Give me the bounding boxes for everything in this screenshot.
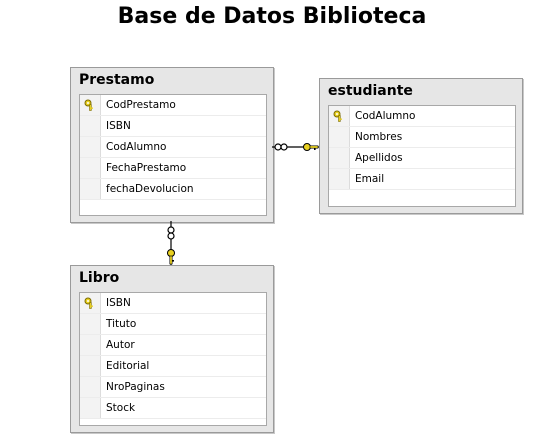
column-row[interactable]: Editorial [80,356,266,377]
column-row[interactable]: CodAlumno [329,106,515,127]
primary-key-icon [84,297,93,309]
infinity-icon [274,143,288,151]
column-name: Tituto [106,318,137,330]
column-row[interactable]: Nombres [329,127,515,148]
column-row[interactable]: ISBN [80,293,266,314]
diagram-title: Base de Datos Biblioteca [117,4,427,29]
column-row[interactable]: Tituto [80,314,266,335]
column-row[interactable]: Autor [80,335,266,356]
column-name: NroPaginas [106,381,165,393]
column-name: ISBN [106,120,131,132]
column-row[interactable]: ISBN [80,116,266,137]
column-name: CodPrestamo [106,99,176,111]
relationship-prestamo-libro[interactable] [167,221,175,265]
column-row[interactable]: Apellidos [329,148,515,169]
column-name: ISBN [106,297,131,309]
table-estudiante-columns: CodAlumno Nombres Apellidos Email [328,105,516,207]
column-row[interactable]: NroPaginas [80,377,266,398]
column-row[interactable]: CodPrestamo [80,95,266,116]
key-icon [303,143,319,151]
table-prestamo-columns: CodPrestamo ISBN CodAlumno FechaPrestamo… [79,94,267,216]
column-row[interactable]: Stock [80,398,266,419]
table-estudiante[interactable]: estudiante CodAlumno Nombres Apellidos E… [319,78,523,214]
table-libro[interactable]: Libro ISBN Tituto Autor Editorial [70,265,274,433]
column-name: Email [355,173,385,185]
column-row[interactable]: Email [329,169,515,190]
column-name: FechaPrestamo [106,162,187,174]
column-name: CodAlumno [355,110,416,122]
table-libro-columns: ISBN Tituto Autor Editorial NroPaginas S… [79,292,267,426]
primary-key-icon [333,110,342,122]
column-name: fechaDevolucion [106,183,194,195]
column-name: Nombres [355,131,403,143]
relationship-prestamo-estudiante[interactable] [272,143,319,151]
table-estudiante-name: estudiante [328,83,413,99]
table-prestamo-name: Prestamo [79,72,155,88]
primary-key-icon [84,99,93,111]
table-libro-name: Libro [79,270,120,286]
column-row[interactable]: FechaPrestamo [80,158,266,179]
column-name: Editorial [106,360,150,372]
infinity-icon [167,226,175,240]
key-icon [167,249,175,265]
column-name: Stock [106,402,136,414]
column-row[interactable]: CodAlumno [80,137,266,158]
column-row[interactable]: fechaDevolucion [80,179,266,200]
column-name: Autor [106,339,135,351]
table-prestamo[interactable]: Prestamo CodPrestamo ISBN CodAlumno Fech… [70,67,274,223]
column-name: CodAlumno [106,141,167,153]
column-name: Apellidos [355,152,403,164]
